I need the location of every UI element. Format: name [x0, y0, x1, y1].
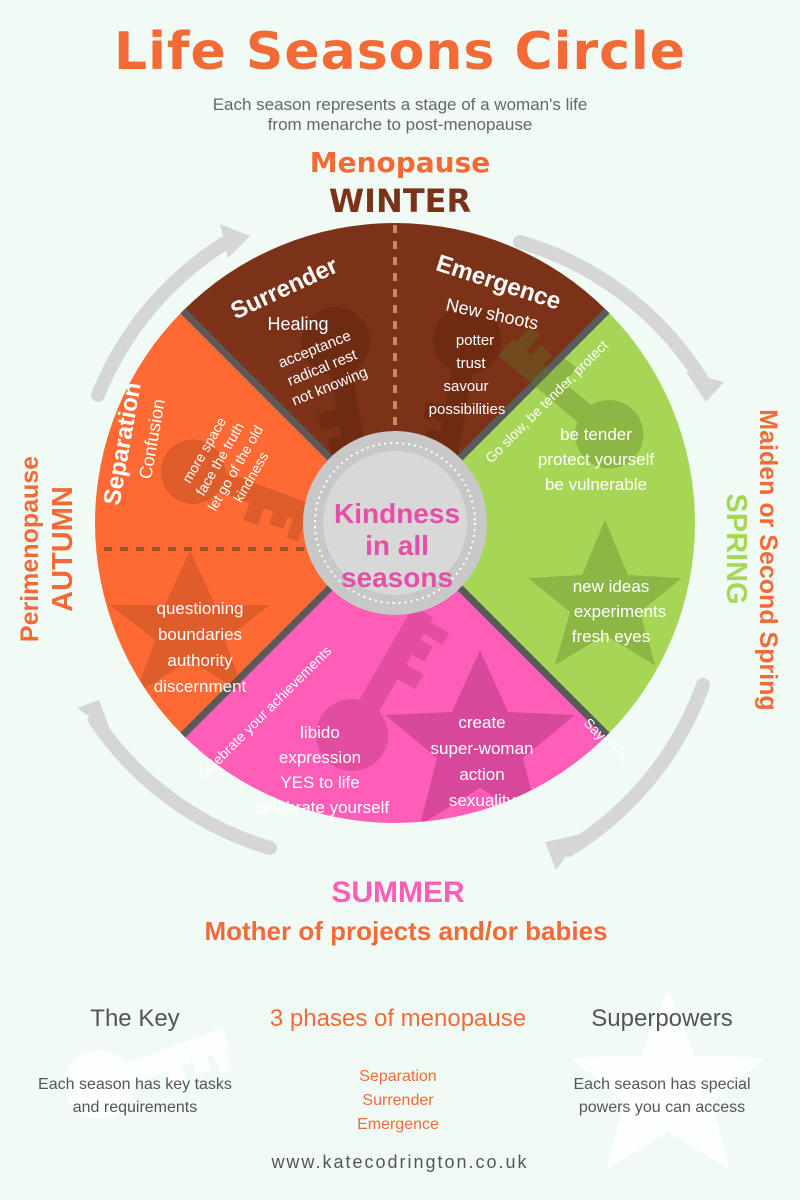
page-subtitle: Each season represents a stage of a woma…: [0, 95, 800, 135]
center-line-3: seasons: [341, 562, 453, 593]
legend-phase-item: Separation: [359, 1068, 437, 1085]
legend-key-title: The Key: [90, 1005, 180, 1032]
summer-stage-label: Mother of projects and/or babies: [204, 916, 607, 946]
spring-key-item: be vulnerable: [545, 475, 647, 494]
legend-star-icon: [571, 990, 765, 1170]
arrowhead-spring: [686, 372, 724, 402]
winter-season-name: WINTER: [328, 182, 472, 220]
center-line-1: Kindness: [334, 498, 460, 529]
legend-superpowers: Superpowers Each season has special powe…: [532, 1005, 792, 1119]
autumn-season-name: AUTUMN: [47, 486, 79, 612]
spring-star-item: experiments: [574, 602, 667, 621]
legend-superpowers-line-2: powers you can access: [578, 1099, 746, 1116]
separation-star-icon: [110, 550, 270, 695]
center-disc: Kindness in all seasons: [303, 431, 487, 615]
spring-season-name: SPRING: [720, 493, 752, 604]
emergence-key-item: savour: [443, 378, 488, 395]
summer-star-item: super-woman: [431, 739, 534, 758]
legend-superpowers-line-1: Each season has special: [573, 1076, 751, 1093]
arrowhead-autumn: [77, 700, 111, 732]
spring-side-labels: Maiden or Second Spring SPRING: [720, 409, 782, 710]
summer-season-name: SUMMER: [331, 876, 465, 909]
footer-url[interactable]: www.katecodrington.co.uk: [271, 1152, 529, 1172]
legend-phase-item: Surrender: [362, 1092, 434, 1109]
quadrant-summer: [95, 523, 695, 823]
cycle-arrow-heads: [77, 224, 724, 870]
autumn-stage-label: Perimenopause: [16, 456, 44, 642]
legend-phase-item: Emergence: [357, 1116, 439, 1133]
separation-star-item: boundaries: [158, 625, 242, 644]
emergence-key-item: potter: [456, 332, 494, 349]
spring-stage-label: Maiden or Second Spring: [754, 409, 782, 710]
summer-key-item: libido: [300, 723, 340, 742]
arrow-summer-to-autumn: [88, 713, 277, 855]
center-line-2: in all: [365, 530, 429, 561]
cycle-arrows: [88, 233, 710, 857]
separation-star-item: authority: [167, 651, 233, 670]
arrowhead-winter: [220, 224, 250, 258]
page-title: Life Seasons Circle: [113, 22, 687, 82]
legend-key-line-1: Each season has key tasks: [38, 1076, 232, 1093]
spring-star-item: fresh eyes: [572, 627, 650, 646]
summer-star-item: sexuality: [449, 791, 516, 810]
arrow-autumn-to-winter: [91, 233, 237, 402]
legend-phases-title: 3 phases of menopause: [269, 1005, 527, 1032]
arrow-spring-to-summer: [561, 678, 710, 857]
subtitle-line-2: from menarche to post-menopause: [267, 115, 533, 134]
summer-star-item: action: [459, 765, 504, 784]
emergence-key-item: possibilities: [429, 401, 506, 418]
summer-key-item: celebrate yourself: [255, 798, 389, 817]
winter-stage-label: Menopause: [309, 146, 491, 179]
spring-star-icon: [528, 520, 682, 665]
spring-key-item: protect yourself: [538, 450, 654, 469]
legend-superpowers-title: Superpowers: [591, 1005, 733, 1032]
legend-phases: 3 phases of menopause Separation Surrend…: [268, 1005, 528, 1137]
summer-star-item: create: [458, 713, 505, 732]
separation-star-item: discernment: [154, 677, 247, 696]
summer-key-item: expression: [279, 748, 361, 767]
spring-key-item: be tender: [560, 425, 632, 444]
legend-key: The Key Each season has key tasks and re…: [5, 1005, 265, 1119]
summer-star-icon: [385, 650, 575, 823]
arrow-winter-to-spring: [513, 235, 709, 387]
emergence-key-item: trust: [456, 355, 486, 372]
arrowhead-summer: [545, 834, 582, 870]
quadrant-spring: [395, 223, 695, 823]
separation-star-item: questioning: [157, 599, 244, 618]
autumn-side-labels: Perimenopause AUTUMN: [16, 456, 79, 642]
legend-key-line-2: and requirements: [72, 1099, 198, 1116]
surrender-subtitle: Healing: [267, 314, 328, 334]
summer-key-item: YES to life: [280, 773, 359, 792]
spring-star-item: new ideas: [573, 577, 650, 596]
subtitle-line-1: Each season represents a stage of a woma…: [212, 95, 588, 114]
quadrant-autumn: [95, 223, 395, 823]
